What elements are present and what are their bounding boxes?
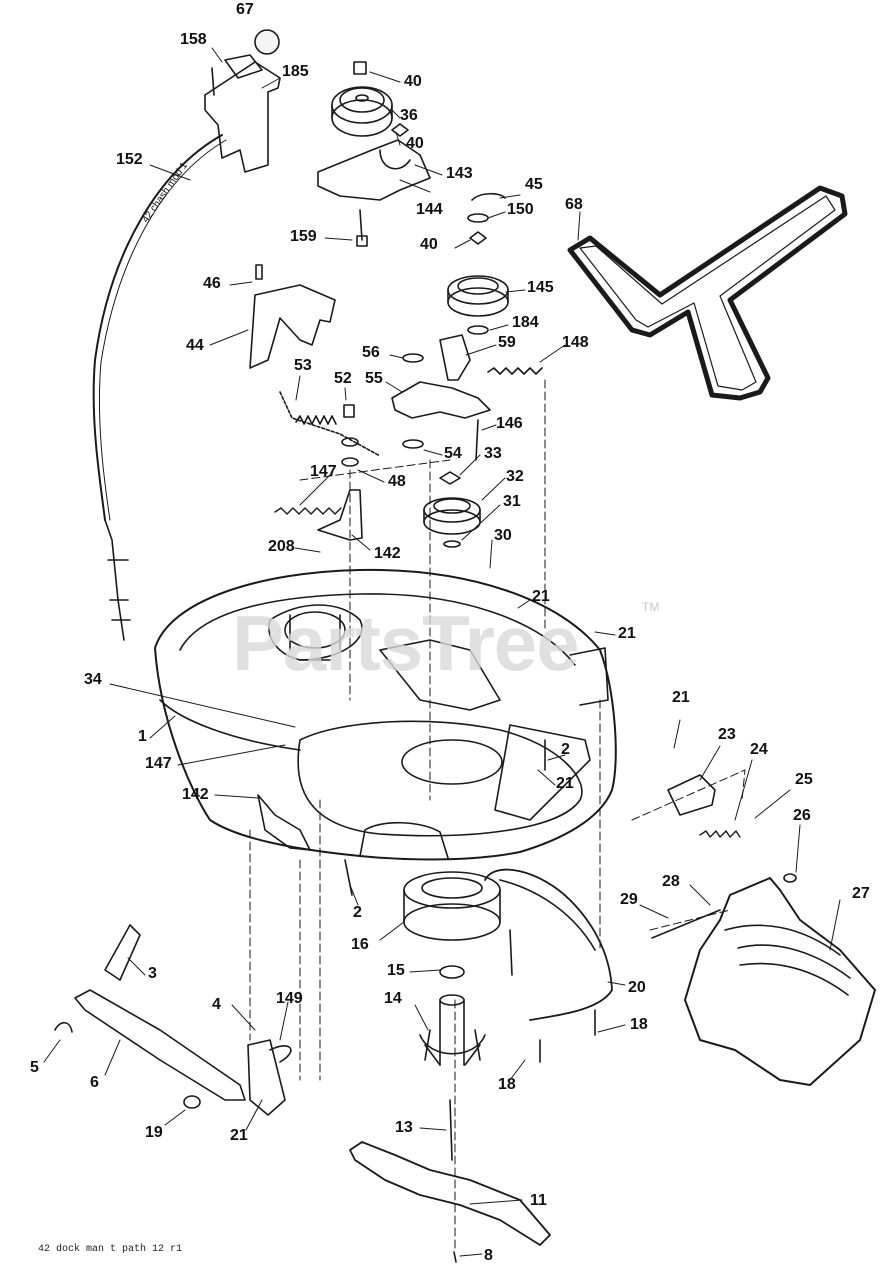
callout-label: 21	[618, 625, 636, 642]
callout-label: 5	[30, 1059, 39, 1076]
callout-label: 19	[145, 1124, 163, 1141]
callout-label: 67	[236, 1, 254, 18]
lift-link-3	[104, 924, 141, 981]
callout-label: 2	[561, 741, 570, 758]
callout-label: 147	[310, 463, 337, 480]
callout-label: 6	[90, 1074, 99, 1091]
trademark: TM	[642, 600, 660, 614]
callout-label: 40	[406, 135, 424, 152]
callout-label: 46	[203, 275, 221, 292]
callout-label: 21	[556, 775, 574, 792]
callout-label: 21	[672, 689, 690, 706]
callout-label: 1	[138, 728, 147, 745]
callout-label: 18	[630, 1016, 648, 1033]
pulley-145	[447, 275, 509, 305]
callout-label: 24	[750, 741, 768, 758]
callout-label: 146	[496, 415, 523, 432]
callout-label: 13	[395, 1119, 413, 1136]
idler-arm	[391, 381, 491, 419]
callout-label: 40	[420, 236, 438, 253]
callout-label: 142	[182, 786, 209, 803]
callout-label: 45	[525, 176, 543, 193]
callout-label: 184	[512, 314, 539, 331]
bracket-185	[204, 61, 281, 173]
callout-label: 34	[84, 671, 102, 688]
bracket-23	[667, 774, 716, 816]
callout-label: 2	[353, 904, 362, 921]
callout-label: 29	[620, 891, 638, 908]
callout-label: 32	[506, 468, 524, 485]
callout-label: 147	[145, 755, 172, 772]
callout-label: 33	[484, 445, 502, 462]
callout-label: 28	[662, 873, 680, 890]
blade-11	[349, 1141, 551, 1246]
cover-badge: 42	[792, 970, 813, 991]
mower-deck	[154, 568, 617, 861]
callout-label: 36	[400, 107, 418, 124]
callout-label: 158	[180, 31, 207, 48]
callout-label: 23	[718, 726, 736, 743]
callout-label: 145	[527, 279, 554, 296]
bracket-4	[247, 1039, 286, 1116]
callout-label: 208	[268, 538, 295, 555]
lift-arm-6	[74, 989, 246, 1101]
spindle-14	[439, 999, 465, 1066]
spring-53	[279, 391, 381, 457]
callout-label: 54	[444, 445, 462, 462]
spring-25	[699, 830, 741, 838]
knob	[254, 29, 280, 55]
callout-label: 20	[628, 979, 646, 996]
callout-label: 21	[230, 1127, 248, 1144]
belt-guide	[249, 284, 336, 369]
spring-148	[487, 367, 543, 375]
callout-label: 11	[530, 1192, 547, 1209]
callout-label: 16	[351, 936, 369, 953]
deck-spindle	[284, 611, 346, 649]
watermark: PartsTree	[232, 599, 580, 687]
callout-label: 18	[498, 1076, 516, 1093]
callout-label: 55	[365, 370, 383, 387]
callout-label: 148	[562, 334, 589, 351]
callout-label: 150	[507, 201, 534, 218]
baffle	[484, 868, 613, 1021]
bolt-146	[475, 419, 479, 461]
callout-label: 3	[148, 965, 157, 982]
callout-label: 59	[498, 334, 516, 351]
callout-label: 27	[852, 885, 870, 902]
callout-label: 53	[294, 357, 312, 374]
callout-label: 185	[282, 63, 309, 80]
callout-label: 144	[416, 201, 443, 218]
callout-label: 15	[387, 962, 405, 979]
callout-label: 31	[503, 493, 521, 510]
callout-label: 26	[793, 807, 811, 824]
callout-label: 21	[532, 588, 550, 605]
callout-label: 56	[362, 344, 380, 361]
callout-label: 68	[565, 196, 583, 213]
callout-label: 52	[334, 370, 352, 387]
callout-label: 14	[384, 990, 402, 1007]
callout-label: 143	[446, 165, 473, 182]
callout-label: 48	[388, 473, 406, 490]
callout-label: 4	[212, 996, 221, 1013]
callout-label: 30	[494, 527, 512, 544]
callout-label: 25	[795, 771, 813, 788]
callout-label: 152	[116, 151, 143, 168]
diagram-footer-code: 42 dock man t path 12 r1	[38, 1244, 183, 1255]
drive-belt	[567, 185, 848, 401]
callout-label: 8	[484, 1247, 493, 1264]
spring-147	[274, 507, 342, 515]
callout-label: 149	[276, 990, 303, 1007]
idler-bracket	[317, 139, 431, 201]
callout-label: 159	[290, 228, 317, 245]
callout-label: 44	[186, 337, 204, 354]
callout-label: 142	[374, 545, 401, 562]
callout-label: 40	[404, 73, 422, 90]
discharge-chute	[684, 877, 876, 1086]
